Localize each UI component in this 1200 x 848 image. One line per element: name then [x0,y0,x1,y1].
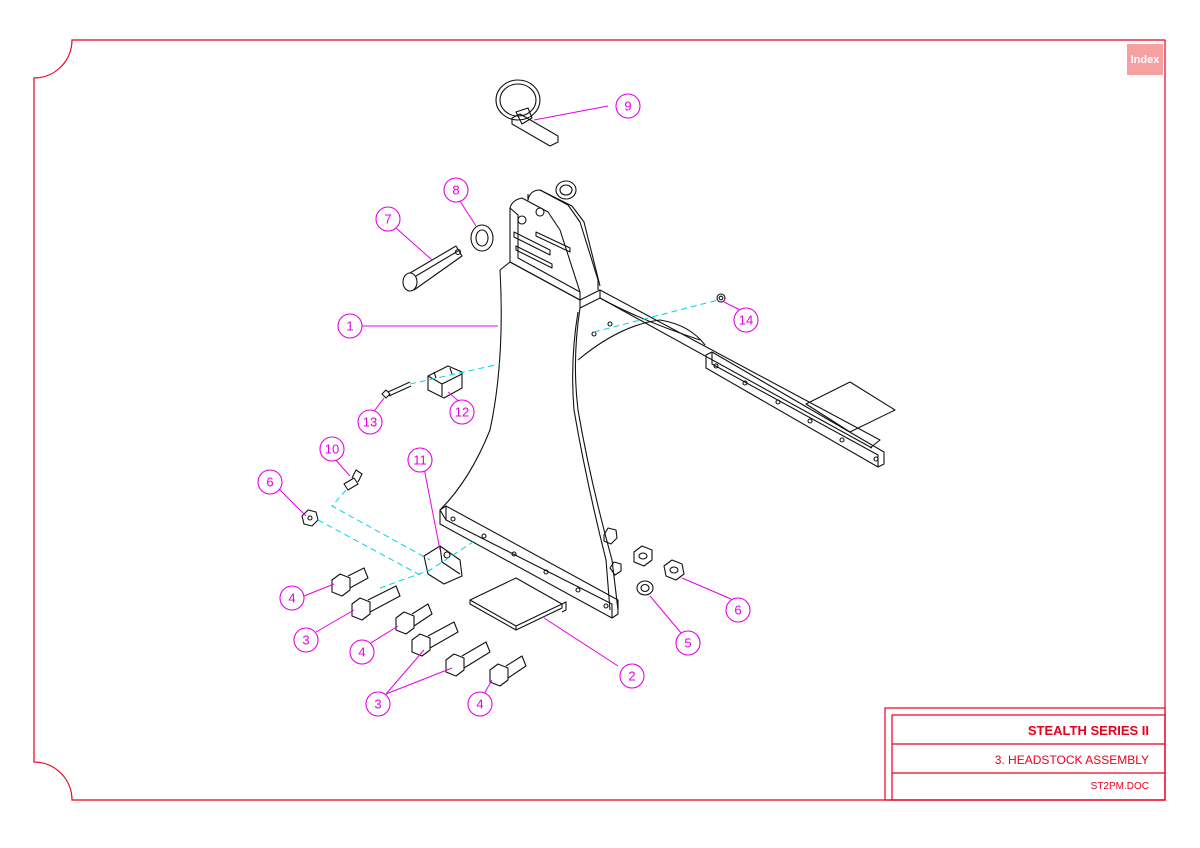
balloon-9 [615,93,641,119]
balloon-label-6: 6 [734,603,741,618]
part-13-bolt [381,381,412,399]
index-link-button[interactable]: Index [1127,44,1163,75]
balloon-label-4: 4 [476,697,483,712]
part-1-headstock-frame [439,189,896,619]
part-8-washer [470,224,494,252]
bolt-4-c [489,655,527,687]
balloon-3-upper [293,627,319,653]
balloon-numbers: 1 2 3 3 3 4 4 4 5 6 6 7 8 9 10 11 12 13 … [266,99,753,712]
title-block-frame [884,707,1166,801]
balloon-14 [733,307,759,333]
bolt-3-a [351,585,401,621]
balloon-1 [337,313,363,339]
top-washer [555,180,577,200]
balloon-leaders [277,105,745,695]
part-2-tongue-plate [469,577,567,631]
title-block-subtitle: 3. HEADSTOCK ASSEMBLY [994,753,1149,767]
balloon-4-lower [467,691,493,717]
balloon-6-left [257,469,283,495]
part-11-hitch-bracket [423,545,463,585]
balloon-label-13: 13 [363,415,377,430]
part-7-clevis-pin [402,245,463,292]
balloon-8 [443,177,469,203]
balloon-label-4: 4 [288,591,295,606]
balloon-label-1: 1 [346,319,353,334]
part-10-grease-nipple [343,469,363,491]
balloon-7 [375,206,401,232]
balloon-label-11: 11 [413,453,427,468]
balloon-label-10: 10 [325,442,339,457]
part-6-nut-left [301,509,319,527]
title-block-title: STEALTH SERIES II [1027,723,1149,738]
bolt-4-a [331,567,369,597]
balloon-13 [357,409,383,435]
balloon-2 [619,663,645,689]
balloon-label-4: 4 [358,645,365,660]
balloon-6-right [725,597,751,623]
balloon-label-5: 5 [684,636,691,651]
bolt-3-c [445,641,491,677]
balloon-label-3: 3 [374,697,381,712]
bolt-3-b [411,621,459,657]
balloon-10 [319,436,345,462]
part-14-nut [716,293,726,303]
drawing-border [33,39,1166,801]
headstock-parts [301,79,896,687]
assembly-centerlines [317,299,719,589]
balloon-label-6: 6 [266,475,273,490]
balloon-11 [407,447,433,473]
balloon-label-9: 9 [624,99,631,114]
balloon-5 [675,630,701,656]
balloon-label-2: 2 [628,669,635,684]
bolt-4-b [395,603,433,635]
center-nut [633,545,653,567]
balloon-3-lower [365,691,391,717]
balloon-label-12: 12 [455,405,469,420]
part-5-washer [636,580,654,596]
balloon-4-middle [349,639,375,665]
title-block-doc-code: ST2PM.DOC [1090,781,1149,792]
balloon-12 [449,399,475,425]
part-balloons [257,93,759,717]
balloon-label-8: 8 [452,183,459,198]
balloon-label-7: 7 [384,212,391,227]
part-9-ring-pin [495,79,559,147]
balloon-label-3: 3 [302,633,309,648]
balloon-label-14: 14 [739,313,753,328]
part-6-nut-right [663,559,685,581]
balloon-4-upper [279,585,305,611]
part-12-bracket [427,365,463,399]
